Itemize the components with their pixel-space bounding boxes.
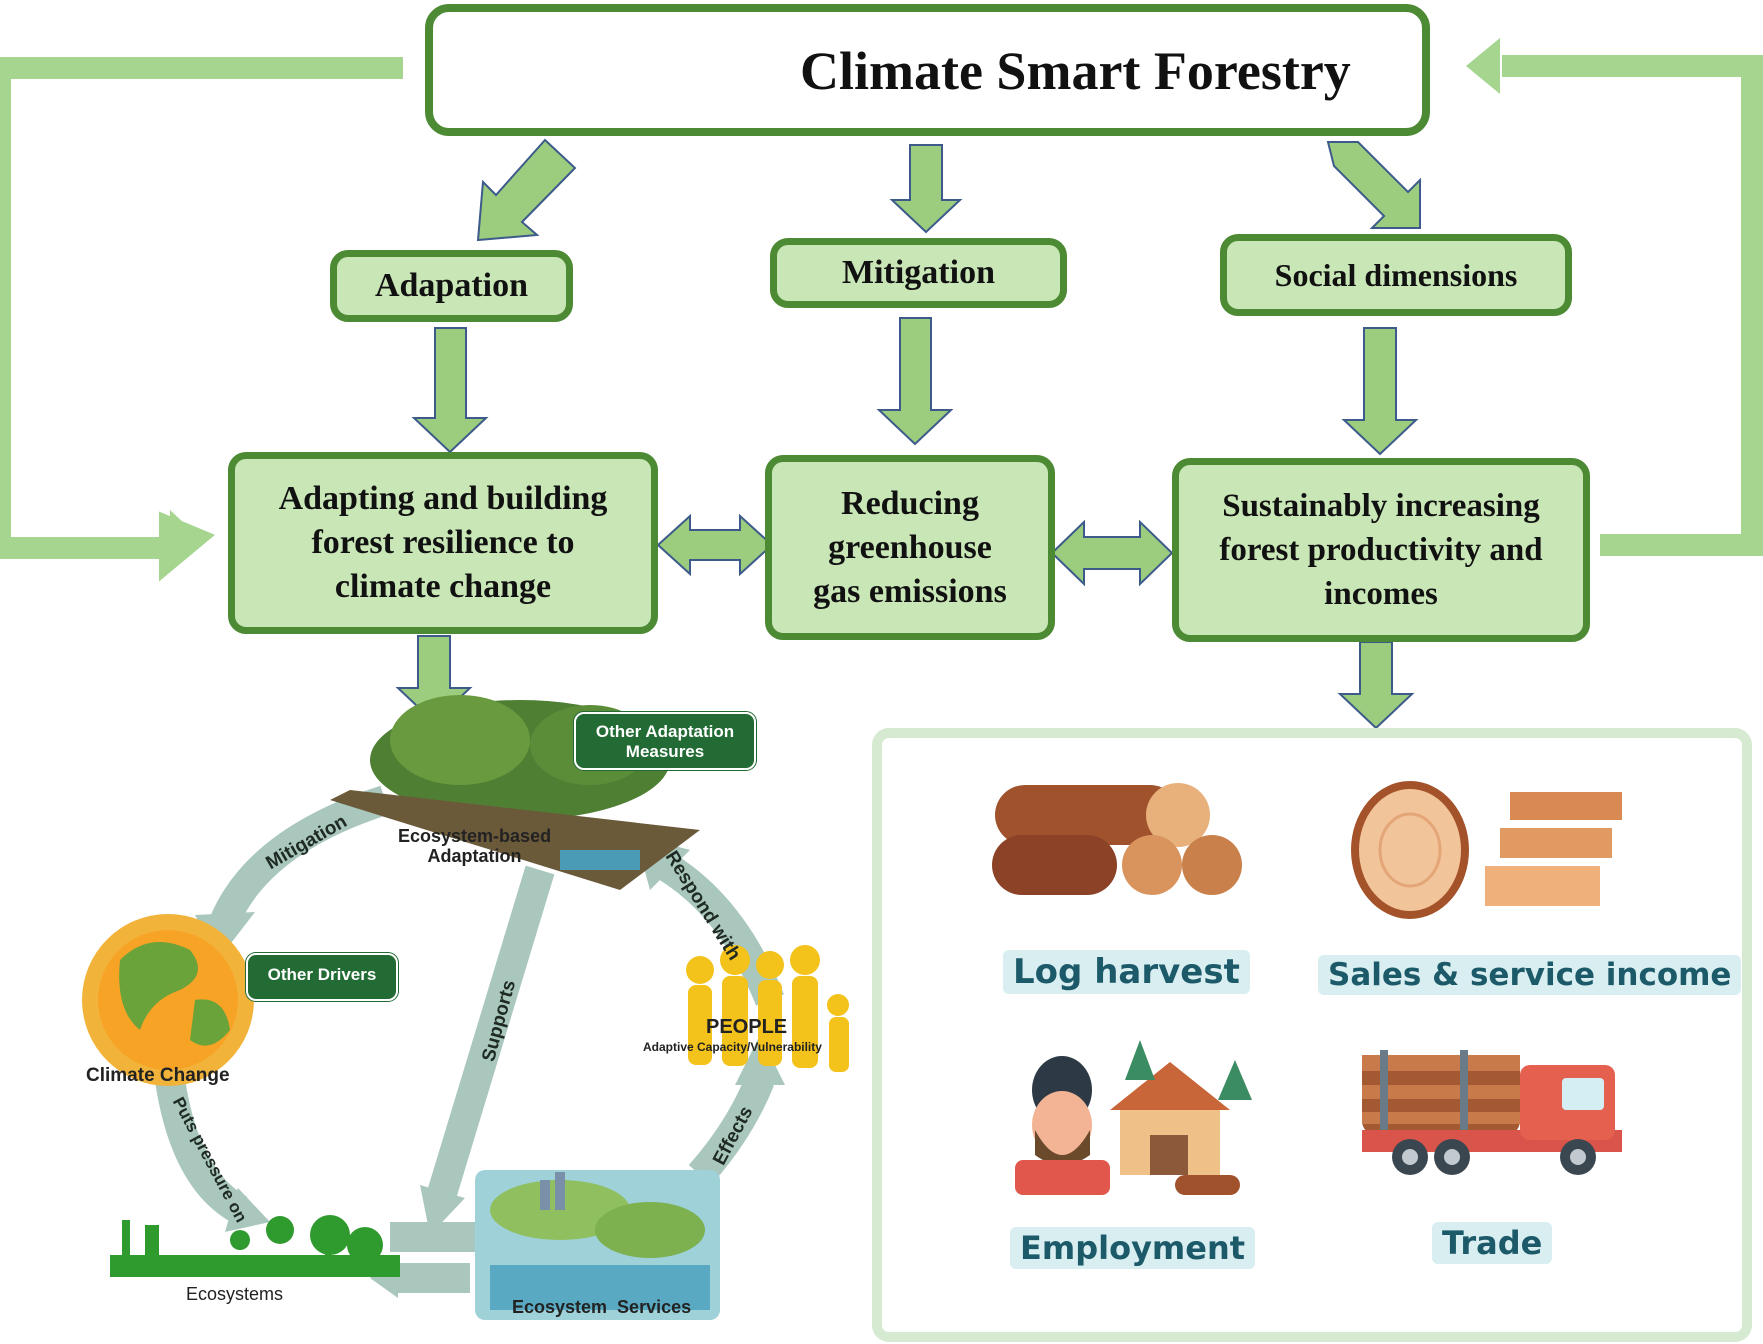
social-outcome-line-2: forest productivity and <box>1219 532 1543 568</box>
arrow-social-outcome <box>1341 327 1419 456</box>
eco-arrow-puts-pressure <box>155 1077 248 1224</box>
trade-label: Trade <box>1432 1222 1553 1264</box>
title-box <box>425 4 1430 136</box>
feedback-loop-right-arrowhead <box>1466 38 1500 94</box>
adaptation-outcome-line-1: Adapting and building <box>278 480 608 517</box>
sales-income-label: Sales & service income <box>1318 955 1742 995</box>
feedback-loop-left-arrowhead <box>170 510 200 566</box>
mitigation-outcome-line-2: greenhouse <box>828 528 992 566</box>
social-outcome-box: Sustainably increasing forest productivi… <box>1172 458 1590 642</box>
eco-arrow-mitigation <box>211 785 390 927</box>
eco-arrow-respond-with <box>647 846 784 1006</box>
eco-arrow-effects <box>688 1074 774 1185</box>
climate-change-label: Climate Change <box>86 1065 230 1086</box>
employment-icon <box>1015 1040 1252 1195</box>
other-adaptation-pill: Other Adaptation Measures <box>574 712 756 770</box>
adaptation-outcome-line-2: forest resilience to <box>311 524 575 561</box>
people-label: PEOPLE <box>706 1016 788 1038</box>
arrow-adaptation-outcome <box>411 327 489 454</box>
mitigation-outcome-box: Reducing greenhouse gas emissions <box>765 455 1055 640</box>
ecosystem-services-illustration <box>475 1170 720 1320</box>
other-drivers-pill: Other Drivers <box>246 953 398 1001</box>
trade-icon <box>1362 1050 1622 1175</box>
other-drivers-label: Other Drivers <box>267 965 377 984</box>
ecosystem-services-label: Ecosystem Services <box>512 1297 692 1317</box>
arrow-mitigation-outcome <box>876 317 954 446</box>
eco-cycle-arrows <box>155 785 784 1293</box>
ecosystems-label: Ecosystems <box>186 1284 284 1304</box>
mitigation-outcome-line-3: gas emissions <box>813 572 1007 610</box>
arrow-to-adaptation <box>476 138 577 242</box>
log-harvest-label: Log harvest <box>1003 950 1250 994</box>
other-adaptation-line-1: Other Adaptation <box>595 722 735 741</box>
eba-label: Ecosystem-based Adaptation <box>398 826 551 866</box>
people-sublabel: Adaptive Capacity/Vulnerability <box>643 1040 822 1054</box>
employment-label: Employment <box>1010 1227 1256 1269</box>
social-outcome-line-1: Sustainably increasing <box>1222 488 1540 524</box>
double-arrow-right <box>1050 519 1174 587</box>
arrow-to-benefits <box>1337 641 1415 730</box>
eba-line-2: Adaptation <box>427 846 522 866</box>
double-arrow-left <box>656 513 774 577</box>
eco-arrow-supports <box>425 865 555 1205</box>
other-adaptation-line-2: Measures <box>625 742 705 761</box>
social-dimensions-label: Social dimensions <box>1274 256 1518 293</box>
social-dimensions-box: Social dimensions <box>1220 234 1572 316</box>
social-outcome-line-3: incomes <box>1324 576 1438 612</box>
adaptation-outcome-line-3: climate change <box>334 568 552 605</box>
page-title: Climate Smart Forestry <box>800 41 1351 101</box>
arrow-to-mitigation <box>889 144 963 234</box>
adaptation-outcome-box: Adapting and building forest resilience … <box>228 452 658 634</box>
sales-income-icon <box>1351 781 1622 919</box>
mitigation-outcome-line-1: Reducing <box>841 484 979 522</box>
adaptation-label: Adapation <box>374 267 529 304</box>
adaptation-box: Adapation <box>330 250 573 322</box>
globe-illustration <box>82 914 254 1086</box>
log-harvest-icon <box>992 783 1242 895</box>
arrow-to-social <box>1326 141 1421 229</box>
feedback-loop-right-arrow <box>1502 55 1763 556</box>
mitigation-box: Mitigation <box>770 238 1067 308</box>
people-silhouettes <box>686 945 849 1072</box>
ecosystems-silhouette <box>110 1215 400 1277</box>
mitigation-label: Mitigation <box>842 254 995 291</box>
eba-line-1: Ecosystem-based <box>398 826 552 846</box>
